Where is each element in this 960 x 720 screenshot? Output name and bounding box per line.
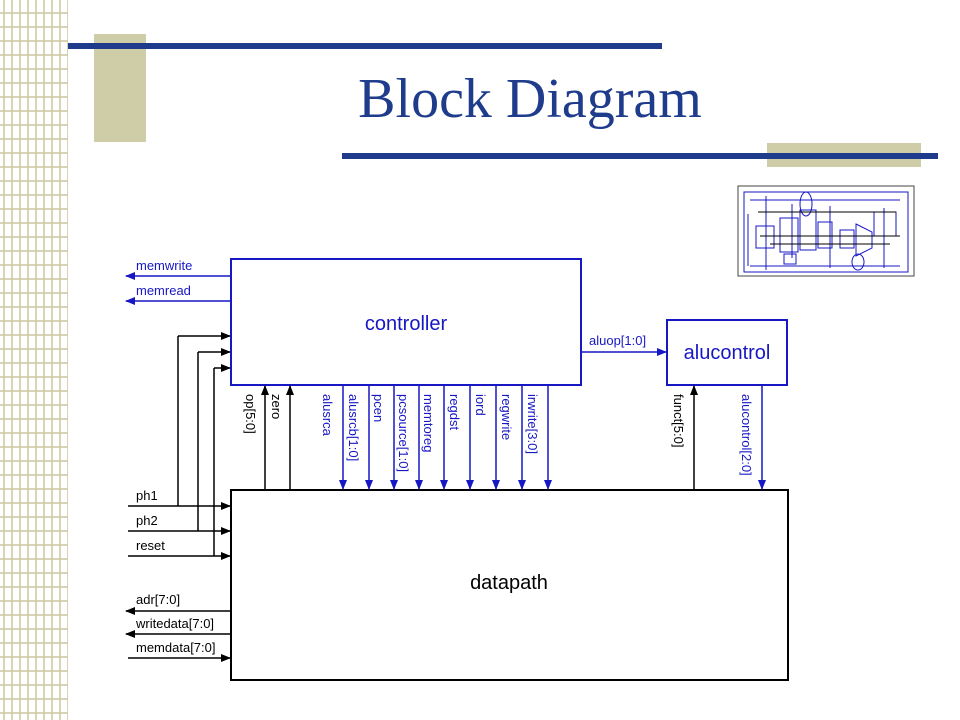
decorative-stripe-overlay (0, 0, 68, 720)
regdst-label: regdst (447, 394, 462, 431)
irwrite-label: irwrite[3:0] (525, 394, 540, 454)
schematic-thumbnail (737, 185, 915, 277)
memdata-label: memdata[7:0] (136, 640, 216, 655)
accent-block-top (94, 34, 146, 142)
ph1-label: ph1 (136, 488, 158, 503)
alucontrol-signal-label: alucontrol[2:0] (739, 394, 754, 476)
pcsource-label: pcsource[1:0] (396, 394, 411, 472)
page-title: Block Diagram (358, 68, 702, 130)
alucontrol-label: alucontrol (684, 342, 771, 364)
pcen-label: pcen (371, 394, 386, 422)
controller-label: controller (365, 313, 448, 335)
memtoreg-label: memtoreg (421, 394, 436, 453)
alusrca-label: alusrca (320, 394, 335, 437)
accent-bar-top (68, 43, 662, 49)
datapath-label: datapath (470, 572, 548, 594)
iord-label: iord (473, 394, 488, 416)
alucontrol-block (666, 319, 788, 386)
reset-label: reset (136, 538, 165, 553)
zero-label: zero (269, 394, 284, 419)
ph2-label: ph2 (136, 513, 158, 528)
alusrcb-label: alusrcb[1:0] (346, 394, 361, 461)
adr-label: adr[7:0] (136, 592, 180, 607)
accent-bar-bottom (342, 153, 938, 159)
datapath-block (230, 489, 789, 681)
funct-label: funct[5:0] (671, 394, 686, 447)
memread-label: memread (136, 283, 191, 298)
aluop-label: aluop[1:0] (589, 333, 646, 348)
writedata-label: writedata[7:0] (135, 616, 214, 631)
regwrite-label: regwrite (499, 394, 514, 440)
op-label: op[5:0] (243, 394, 258, 434)
memwrite-label: memwrite (136, 258, 192, 273)
controller-block (230, 258, 582, 386)
